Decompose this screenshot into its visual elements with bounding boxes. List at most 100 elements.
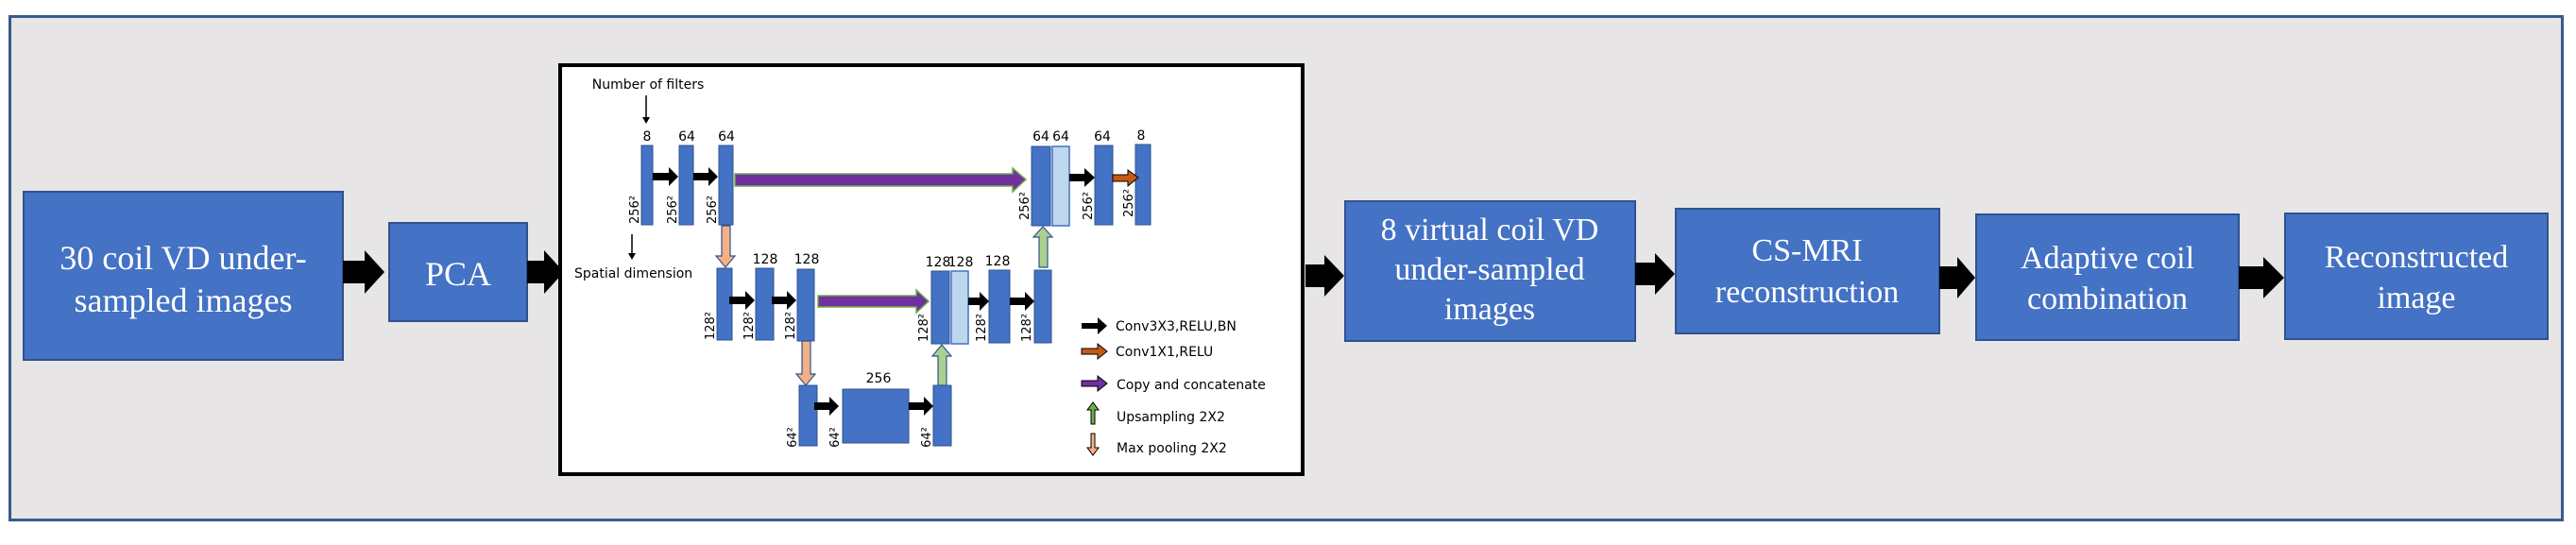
conv3x3-arrow-icon <box>909 397 933 416</box>
legend-conv1x1-label: Conv1X1,RELU <box>1116 345 1213 360</box>
size-label: 256² <box>628 196 642 224</box>
block-csmri-box <box>1675 208 1940 334</box>
maxpool-arrow-icon <box>714 225 737 268</box>
feature-map-l3-dec <box>932 384 952 447</box>
size-label: 128² <box>704 312 718 340</box>
legend: Conv3X3,RELU,BN Conv1X1,RELU Copy and co… <box>1081 317 1266 456</box>
size-label: 128² <box>975 314 989 342</box>
filters-label: 128 <box>926 255 951 270</box>
size-label: 64² <box>920 427 934 448</box>
block-csmri: CS-MRI reconstruction <box>1675 208 1940 334</box>
feature-map-bottleneck <box>842 388 910 444</box>
unet-panel: Number of filters Spatial dimension 8 64… <box>558 63 1305 476</box>
filters-label: 64 <box>1032 129 1049 145</box>
maxpool-arrow-icon <box>794 340 817 386</box>
conv3x3-arrow-icon <box>772 291 796 310</box>
size-label: 256² <box>1122 189 1136 217</box>
block-output-line2: image <box>2377 281 2455 315</box>
feature-map-l2-dec-copied <box>950 270 969 345</box>
arrow-pca-to-unet-icon <box>527 250 564 294</box>
feature-map-l1-output <box>1134 144 1152 226</box>
size-label: 128² <box>742 312 757 340</box>
size-label: 256² <box>666 196 680 224</box>
conv3x3-arrow-icon <box>814 397 839 416</box>
filters-label: 128 <box>794 252 820 267</box>
filters-label: 8 <box>1137 128 1146 144</box>
legend-upsample-icon <box>1086 401 1100 425</box>
annotation-number-of-filters: Number of filters <box>592 77 705 93</box>
legend-copy-label: Copy and concatenate <box>1117 378 1266 393</box>
block-virtual-line2: under-sampled <box>1394 252 1584 287</box>
feature-map-l1-dec-copied <box>1051 145 1070 227</box>
upsample-arrow-icon <box>930 344 953 386</box>
feature-map-l1-enc-2 <box>678 145 694 226</box>
block-csmri-line2: reconstruction <box>1715 275 1900 310</box>
filters-label: 64 <box>1094 129 1111 145</box>
feature-map-l1-dec-2 <box>1094 145 1114 226</box>
block-adaptive-line2: combination <box>2027 281 2188 316</box>
filters-label: 256 <box>866 371 892 386</box>
filters-label: 128 <box>753 252 778 267</box>
block-virtual-line3: images <box>1444 292 1535 327</box>
legend-maxpool-icon <box>1086 433 1100 456</box>
block-virtual: 8 virtual coil VD under-sampled images <box>1344 200 1636 342</box>
feature-map-l3-enc <box>798 384 818 447</box>
conv3x3-arrow-icon <box>1010 292 1034 311</box>
block-input-line2: sampled images <box>75 281 293 319</box>
filters-label: 64 <box>718 129 735 145</box>
block-pca: PCA <box>388 222 528 322</box>
arrow-input-to-pca-icon <box>343 250 384 294</box>
feature-map-l2-dec-concat <box>930 270 950 345</box>
size-label: 256² <box>706 196 720 224</box>
legend-conv1x1-icon <box>1081 342 1108 361</box>
arrow-unet-to-virtual-icon <box>1305 255 1344 297</box>
annotation-spatial-arrow-icon <box>628 253 636 260</box>
conv1x1-arrow-icon <box>1112 169 1139 188</box>
copy-concatenate-arrow-icon <box>734 166 1028 194</box>
conv3x3-arrow-icon <box>729 291 755 310</box>
block-output-line1: Reconstructed <box>2325 240 2509 275</box>
legend-conv3x3-icon <box>1082 317 1107 334</box>
size-label: 128² <box>1020 314 1034 342</box>
size-label: 256² <box>1082 192 1096 220</box>
conv3x3-arrow-icon <box>653 167 678 186</box>
size-label: 128² <box>784 312 798 340</box>
arrow-virtual-to-csmri-icon <box>1635 253 1675 295</box>
copy-concatenate-arrow-icon <box>817 288 930 315</box>
conv3x3-arrow-icon <box>1069 168 1095 187</box>
arrow-csmri-to-adaptive-icon <box>1939 257 1975 298</box>
upsample-arrow-icon <box>1032 226 1054 268</box>
filters-label: 64 <box>678 129 695 145</box>
legend-conv3x3-label: Conv3X3,RELU,BN <box>1116 319 1237 334</box>
feature-map-l2-dec-2 <box>988 269 1011 344</box>
feature-map-l2-enc-3 <box>796 268 815 342</box>
annotation-spatial-dimension: Spatial dimension <box>574 266 692 281</box>
block-virtual-box <box>1344 200 1636 342</box>
annotation-filters-arrow-icon <box>642 117 650 124</box>
block-adaptive: Adaptive coil combination <box>1975 213 2240 341</box>
feature-map-l1-enc-1 <box>640 145 654 226</box>
feature-map-l2-dec-3 <box>1033 269 1052 344</box>
legend-copy-icon <box>1081 374 1108 393</box>
filters-label: 64 <box>1052 129 1069 145</box>
block-csmri-line1: CS-MRI <box>1751 233 1862 268</box>
legend-upsample-label: Upsampling 2X2 <box>1117 410 1225 425</box>
block-pca-box <box>388 222 528 322</box>
filters-label: 128 <box>948 255 974 270</box>
size-label: 256² <box>1018 192 1032 220</box>
block-input: 30 coil VD under- sampled images <box>23 191 344 361</box>
block-output-box <box>2284 213 2549 340</box>
feature-map-l1-dec-concat <box>1031 145 1051 227</box>
block-virtual-line1: 8 virtual coil VD <box>1381 213 1599 247</box>
conv3x3-arrow-icon <box>968 292 989 311</box>
size-label: 64² <box>828 427 843 448</box>
feature-map-l2-enc-2 <box>755 267 775 341</box>
block-adaptive-box <box>1975 213 2240 341</box>
block-input-box <box>23 191 344 361</box>
size-label: 64² <box>786 427 800 448</box>
feature-map-l1-enc-3 <box>718 145 734 226</box>
filters-label: 8 <box>643 129 652 145</box>
arrow-adaptive-to-output-icon <box>2239 257 2284 298</box>
block-pca-label: PCA <box>425 255 491 293</box>
